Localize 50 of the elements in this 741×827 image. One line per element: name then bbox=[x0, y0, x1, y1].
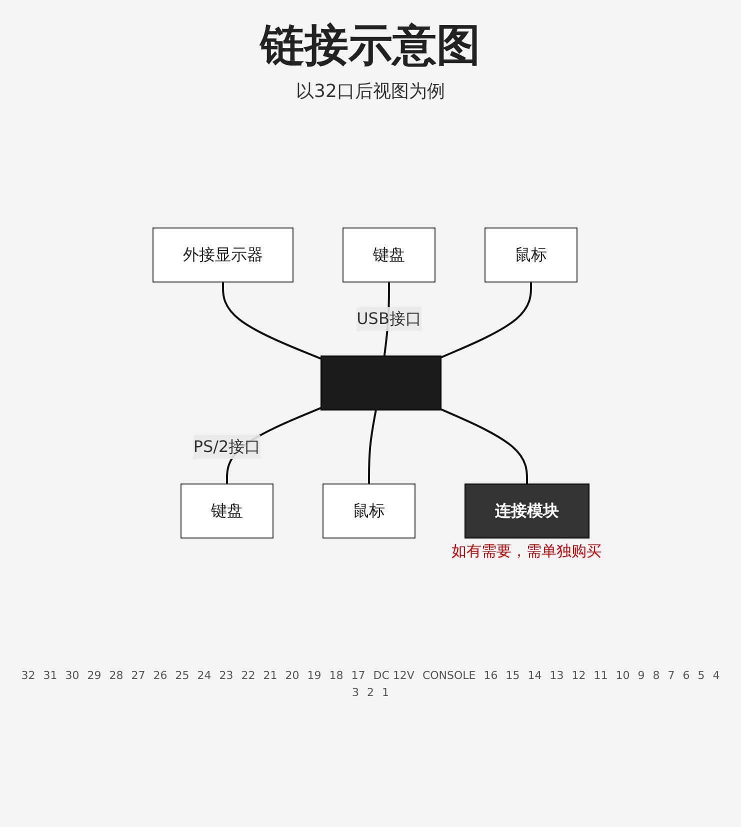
device-label: 24 bbox=[197, 669, 212, 682]
device-label: 30 bbox=[65, 669, 80, 682]
node-box: 键盘 bbox=[342, 228, 435, 282]
device-label: 20 bbox=[285, 669, 300, 682]
device-label: 29 bbox=[87, 669, 102, 682]
node-box: 鼠标 bbox=[322, 484, 415, 538]
device-label: 8 bbox=[652, 669, 660, 682]
connector bbox=[440, 408, 528, 484]
device-label: 15 bbox=[506, 669, 520, 682]
device-label: 32 bbox=[21, 669, 36, 682]
note: 如有需要，需单独购买 bbox=[452, 542, 602, 561]
edge-label: PS/2接口 bbox=[192, 437, 260, 456]
device-label: 3 bbox=[352, 686, 359, 699]
device-label: 19 bbox=[307, 669, 322, 682]
device-label: 11 bbox=[594, 669, 608, 682]
device-label: 17 bbox=[351, 669, 366, 682]
connector bbox=[368, 410, 376, 484]
node-box: 鼠标 bbox=[484, 228, 577, 282]
node-box: 键盘 bbox=[180, 484, 273, 538]
device-label: 26 bbox=[153, 669, 168, 682]
device-label: 10 bbox=[616, 669, 630, 682]
node-box bbox=[320, 356, 441, 410]
node-box: 连接模块 bbox=[464, 484, 589, 538]
device-label: 18 bbox=[329, 669, 344, 682]
device-label: 4 bbox=[712, 669, 720, 682]
device-label: 22 bbox=[241, 669, 256, 682]
device-label: 6 bbox=[682, 669, 690, 682]
device-label: 5 bbox=[698, 669, 705, 682]
device-label: 31 bbox=[43, 669, 58, 682]
device-label: 2 bbox=[367, 686, 374, 699]
device-label: 27 bbox=[131, 669, 146, 682]
device-label: 14 bbox=[528, 669, 542, 682]
device-label: 13 bbox=[550, 669, 564, 682]
node-box: 外接显示器 bbox=[152, 228, 293, 282]
device-label: 21 bbox=[263, 669, 278, 682]
title: 链接示意图 bbox=[258, 19, 482, 73]
edge-label: USB接口 bbox=[356, 309, 421, 328]
device-label: CONSOLE bbox=[422, 669, 476, 682]
device-label: 9 bbox=[638, 669, 645, 682]
device-label: 25 bbox=[175, 669, 190, 682]
device-label: 7 bbox=[668, 669, 675, 682]
connector bbox=[222, 282, 321, 360]
device-label: DC 12V bbox=[373, 669, 414, 682]
subtitle: 以32口后视图为例 bbox=[296, 81, 445, 102]
device-label: 16 bbox=[484, 669, 498, 682]
device-label: 28 bbox=[109, 669, 124, 682]
device-label: 1 bbox=[382, 686, 389, 699]
connector bbox=[440, 282, 532, 358]
device-label: 23 bbox=[219, 669, 234, 682]
device-label: 12 bbox=[572, 669, 586, 682]
